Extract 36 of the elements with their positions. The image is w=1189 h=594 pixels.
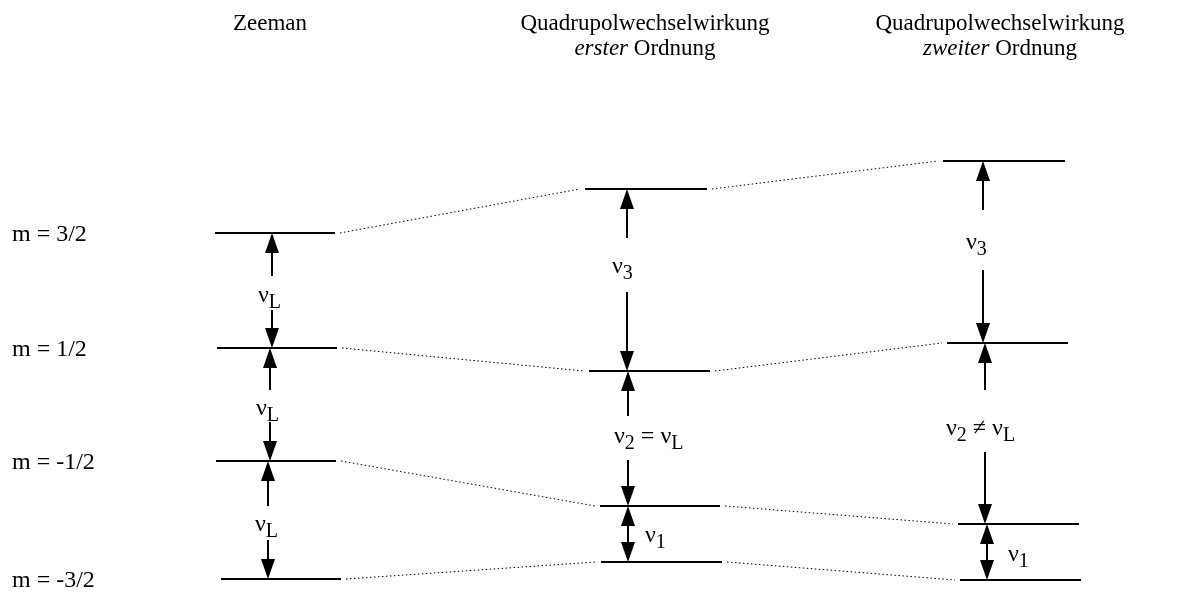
frequency-label: ν$_{L}$ — [255, 510, 279, 541]
frequency-label: ν$_{L}$ — [258, 281, 282, 312]
frequency-label: ν$_{L}$ — [256, 394, 280, 425]
dotted-line — [340, 460, 596, 507]
frequency-label: ν$_{2}$ ≠ ν$_{L}$ — [946, 414, 1016, 445]
dotted-line — [345, 561, 597, 580]
dotted-line — [726, 561, 956, 581]
level-line — [943, 160, 1065, 162]
level-line — [600, 505, 720, 507]
dotted-line — [341, 347, 585, 372]
column-heading: Quadrupolwechselwirkung zweiter Ordnung — [874, 10, 1126, 61]
column-heading: Zeeman — [231, 10, 309, 36]
level-line — [958, 523, 1079, 525]
dotted-line — [711, 160, 939, 190]
frequency-label: ν$_{3}$ — [612, 252, 633, 283]
level-label: m = 1/2 — [12, 335, 87, 362]
level-line — [589, 370, 710, 372]
dotted-line — [724, 505, 954, 525]
level-line — [216, 460, 336, 462]
column-heading: Quadrupolwechselwirkung erster Ordnung — [519, 10, 771, 61]
level-line — [585, 188, 707, 190]
level-label: m = -3/2 — [12, 566, 95, 593]
frequency-label: ν$_{3}$ — [966, 228, 987, 259]
dotted-line — [714, 342, 943, 372]
level-line — [215, 232, 335, 234]
dotted-line — [339, 188, 581, 234]
level-line — [221, 578, 341, 580]
level-line — [601, 561, 722, 563]
frequency-label: ν$_{2}$ = ν$_{L}$ — [614, 422, 684, 453]
level-line — [947, 342, 1068, 344]
level-label: m = 3/2 — [12, 220, 87, 247]
level-label: m = -1/2 — [12, 448, 95, 475]
level-line — [960, 579, 1081, 581]
level-line — [217, 347, 337, 349]
frequency-label: ν$_{1}$ — [1008, 540, 1029, 571]
frequency-label: ν$_{1}$ — [645, 521, 666, 552]
